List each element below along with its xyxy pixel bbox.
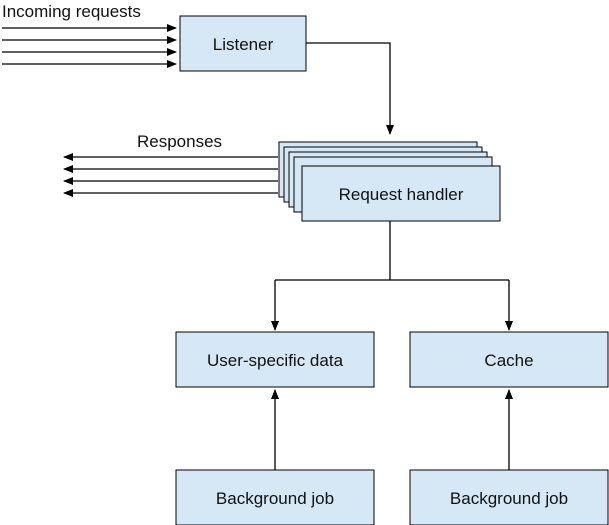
user-specific-data-box <box>175 331 375 388</box>
response-arrows <box>63 153 278 197</box>
cache-label: Cache <box>484 351 533 370</box>
request-handler-box <box>301 165 501 222</box>
listener-label: Listener <box>213 35 274 54</box>
incoming-request-arrows <box>2 24 177 68</box>
user-specific-data-label: User-specific data <box>207 351 344 370</box>
handler-branch-connectors <box>271 221 513 331</box>
background-job-right-label: Background job <box>450 489 568 508</box>
background-job-right-node: Background job <box>409 469 609 525</box>
request-handler-label: Request handler <box>339 185 464 204</box>
responses-label: Responses <box>137 132 222 151</box>
listener-box <box>179 15 307 72</box>
background-job-left-box <box>175 469 375 525</box>
user-specific-data-node: User-specific data <box>175 331 375 388</box>
listener-to-handler-connector <box>306 42 394 135</box>
incoming-requests-label: Incoming requests <box>2 2 141 21</box>
background-job-left-label: Background job <box>216 489 334 508</box>
cache-node: Cache <box>409 331 609 388</box>
background-job-right-box <box>409 469 609 525</box>
cache-box <box>409 331 609 388</box>
background-job-left-node: Background job <box>175 469 375 525</box>
listener-node: Listener <box>179 15 307 72</box>
request-handler-stack: Request handler <box>278 141 501 222</box>
